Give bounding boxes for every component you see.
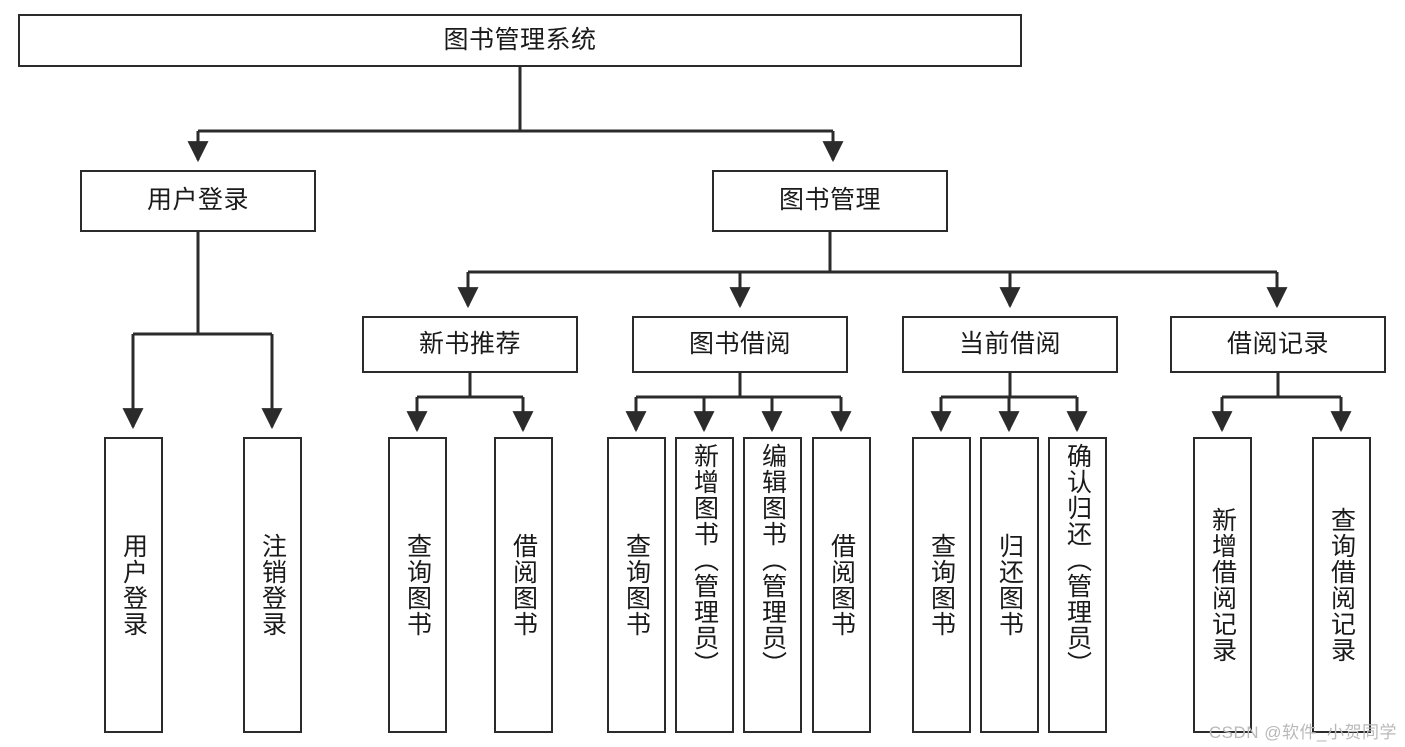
- node-leaf-query-book-1-label: 查询图书: [403, 533, 432, 637]
- node-leaf-confirm-return-label: 确认归还（管理员）: [1063, 443, 1092, 677]
- node-leaf-user-login-label: 用户登录: [119, 533, 148, 637]
- node-leaf-query-record[interactable]: 查询借阅记录: [1312, 437, 1371, 733]
- node-leaf-return-book-label: 归还图书: [995, 533, 1024, 637]
- node-borrow-record[interactable]: 借阅记录: [1170, 316, 1386, 373]
- node-leaf-add-book[interactable]: 新增图书（管理员）: [675, 437, 734, 733]
- node-book-borrow-label: 图书借阅: [688, 329, 791, 358]
- node-leaf-edit-book-label: 编辑图书（管理员）: [758, 443, 787, 677]
- node-leaf-edit-book[interactable]: 编辑图书（管理员）: [743, 437, 802, 733]
- node-leaf-query-book-1[interactable]: 查询图书: [388, 437, 447, 733]
- node-root[interactable]: 图书管理系统: [18, 14, 1022, 67]
- node-leaf-query-book-3[interactable]: 查询图书: [912, 437, 971, 733]
- node-root-label: 图书管理系统: [443, 25, 597, 54]
- node-user-login-label: 用户登录: [146, 186, 249, 215]
- node-leaf-add-book-label: 新增图书（管理员）: [690, 443, 719, 677]
- node-leaf-borrow-book-2[interactable]: 借阅图书: [812, 437, 871, 733]
- node-new-book-recommend-label: 新书推荐: [418, 329, 521, 358]
- node-leaf-query-book-2[interactable]: 查询图书: [607, 437, 666, 733]
- node-book-borrow[interactable]: 图书借阅: [632, 316, 848, 373]
- node-leaf-user-login[interactable]: 用户登录: [104, 437, 163, 733]
- node-user-login[interactable]: 用户登录: [80, 170, 316, 232]
- node-book-manage-label: 图书管理: [778, 186, 881, 215]
- node-leaf-borrow-book-2-label: 借阅图书: [827, 533, 856, 637]
- node-leaf-add-record-label: 新增借阅记录: [1208, 507, 1237, 663]
- node-new-book-recommend[interactable]: 新书推荐: [362, 316, 578, 373]
- node-borrow-record-label: 借阅记录: [1226, 329, 1329, 358]
- node-leaf-add-record[interactable]: 新增借阅记录: [1193, 437, 1252, 733]
- node-current-borrow[interactable]: 当前借阅: [902, 316, 1118, 373]
- node-leaf-query-record-label: 查询借阅记录: [1327, 507, 1356, 663]
- node-current-borrow-label: 当前借阅: [958, 329, 1061, 358]
- node-book-manage[interactable]: 图书管理: [712, 170, 948, 232]
- node-leaf-borrow-book-1-label: 借阅图书: [509, 533, 538, 637]
- node-leaf-confirm-return[interactable]: 确认归还（管理员）: [1048, 437, 1107, 733]
- node-leaf-user-logout-label: 注销登录: [258, 533, 287, 637]
- node-leaf-query-book-3-label: 查询图书: [927, 533, 956, 637]
- node-leaf-user-logout[interactable]: 注销登录: [243, 437, 302, 733]
- node-leaf-return-book[interactable]: 归还图书: [980, 437, 1039, 733]
- node-leaf-borrow-book-1[interactable]: 借阅图书: [494, 437, 553, 733]
- node-leaf-query-book-2-label: 查询图书: [622, 533, 651, 637]
